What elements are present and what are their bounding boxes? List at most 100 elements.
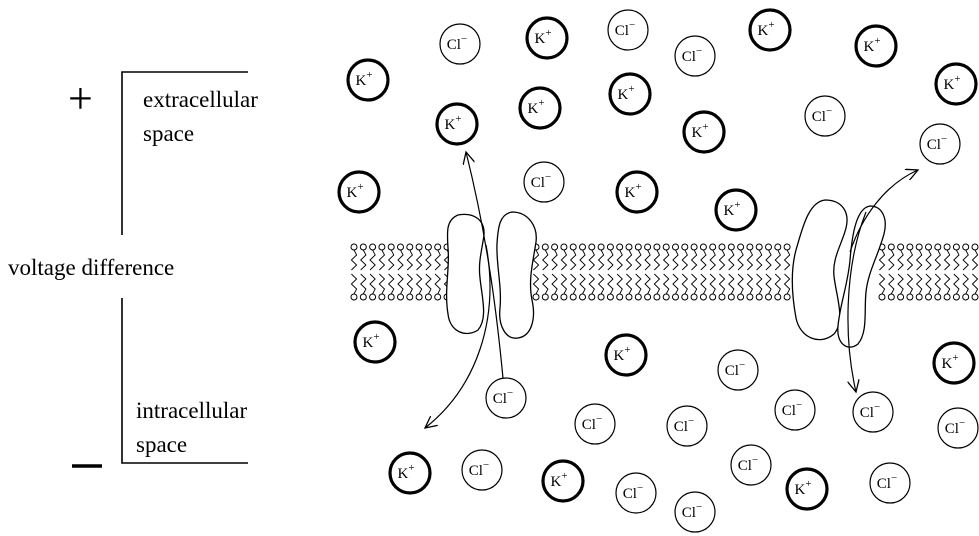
lipid-tail [878,273,886,295]
lipid-tail [653,273,661,295]
lipid-head [569,293,577,301]
lipid-head [681,243,689,251]
lipid-head [971,293,979,301]
lipid-head [952,243,960,251]
ion-circle [682,110,726,154]
ion-label: K+ [397,462,414,482]
lipid-head [699,243,707,251]
potassium-ion: K+ [615,170,659,214]
lipid-head [606,243,614,251]
lipid-tail [888,273,895,295]
lipid-tail [434,273,441,295]
chloride-ion: Cl− [674,35,716,77]
chloride-ion: Cl− [461,449,503,491]
lipid-head [887,293,895,301]
chloride-channel-right-subunit [837,205,886,348]
ion-label: Cl− [682,45,702,65]
lipid-head [616,243,624,251]
ion-circle [804,95,846,137]
potassium-ion: K+ [337,170,381,214]
lipid-tail [542,273,549,295]
lipid-head [737,243,745,251]
lipid-head [934,293,942,301]
ion-label: K+ [613,344,630,364]
lipid-head [962,293,970,301]
lipid-tail [728,249,735,271]
potassium-ion: K+ [748,8,792,52]
lipid-tail [737,249,744,271]
extracellular-bracket [121,71,248,235]
lipid-head [588,243,596,251]
chloride-ion: Cl− [869,462,911,504]
chloride-ion: Cl− [730,444,772,486]
ion-label: Cl− [877,472,897,492]
potassium-ion: K+ [388,451,432,495]
lipid-tail [560,273,568,295]
lipid-tail [360,249,367,271]
ion-label: K+ [527,97,544,117]
ion-label: Cl− [493,387,513,407]
chloride-ion: Cl− [804,95,846,137]
ion-circle [461,449,503,491]
potassium-ion: K+ [604,333,648,377]
lipid-bilayer [350,243,979,301]
lipid-head [925,293,932,301]
lipid-tail [588,273,596,295]
lipid-head [672,243,679,251]
lipid-tail [906,273,914,295]
ion-label: Cl− [531,171,551,191]
ion-label: K+ [550,470,567,490]
potassium-ion: K+ [353,320,397,364]
ion-circle [714,188,758,232]
lipid-tail [672,249,679,271]
lipid-head [897,293,905,301]
chloride-in-arrow [847,211,867,392]
lipid-tail [943,249,951,271]
chloride-ion: Cl− [439,23,481,65]
lipid-tail [350,249,358,271]
lipid-head [644,243,652,251]
lipid-head [597,293,605,301]
lipid-head [551,293,559,301]
lipid-head [551,243,559,251]
chloride-ion: Cl− [607,9,649,51]
chloride-ion: Cl− [666,405,708,447]
lipid-head [943,293,951,301]
lipid-tail [551,273,558,295]
lipid-head [897,243,905,251]
lipid-tail [888,249,895,271]
lipid-head [369,293,377,301]
lipid-head [672,293,679,301]
lipid-tail [662,273,670,295]
ion-label: K+ [863,35,880,55]
lipid-tail [607,273,614,295]
lipid-head [727,293,735,301]
intracellular-label-line1: intracellular [136,398,247,423]
voltage-difference-label: voltage difference [8,255,174,280]
ion-circle [574,403,616,445]
lipid-head [709,243,717,251]
lipid-tail [878,249,886,271]
lipid-head [718,243,726,251]
ion-label: Cl− [615,19,635,39]
lipid-tail [387,249,395,271]
lipid-head [653,293,661,301]
lipid-tail [906,249,914,271]
lipid-head [406,293,414,301]
lipid-tail [378,249,386,271]
ion-label: Cl− [812,105,832,125]
ion-circle [337,170,381,214]
ion-label: Cl− [738,454,758,474]
lipid-head [746,293,754,301]
lipid-head [606,293,614,301]
chloride-ion: Cl− [574,403,616,445]
potassium-ion: K+ [518,86,562,130]
lipid-head [662,293,670,301]
lipid-head [634,243,642,251]
lipid-tail [542,249,549,271]
ion-circle [852,391,894,433]
chloride-ion: Cl− [919,123,961,165]
ion-label: K+ [757,19,774,39]
chloride-ion: Cl− [523,161,565,203]
lipid-tail [588,249,596,271]
